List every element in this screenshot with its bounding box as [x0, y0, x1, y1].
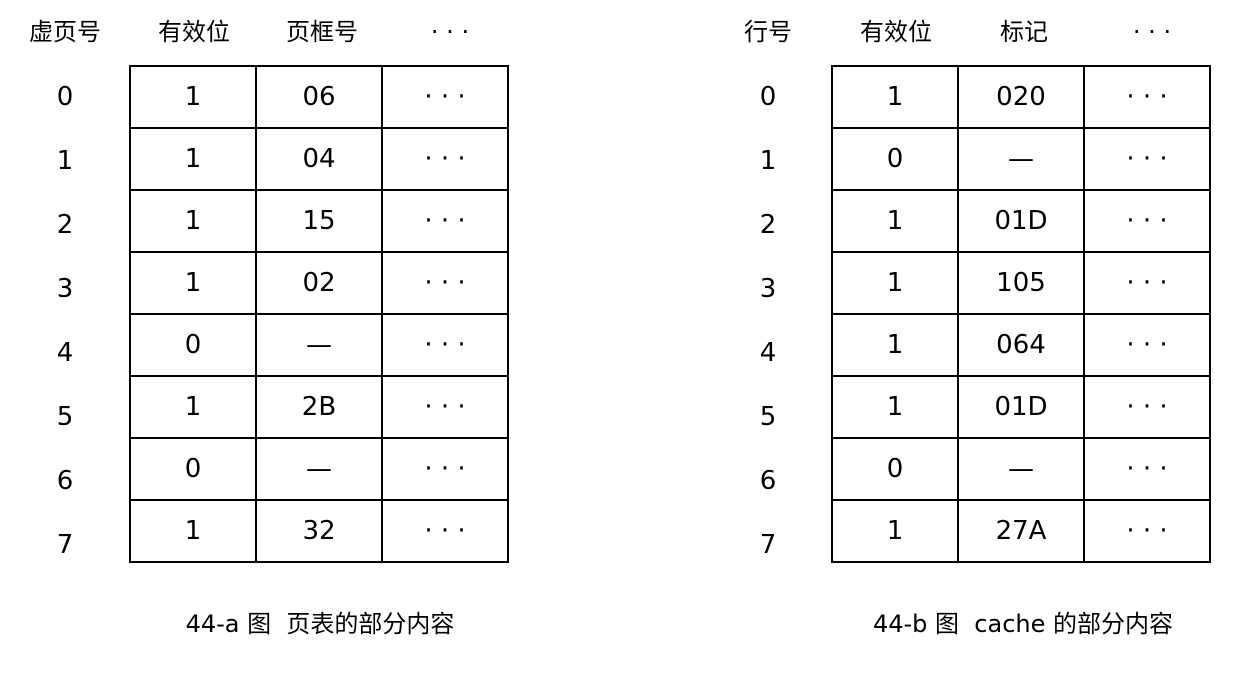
frame-cell: 04 — [255, 127, 383, 191]
header-line-number: 行号 — [744, 18, 792, 46]
valid-cell: 1 — [129, 65, 257, 129]
tag-cell: 064 — [957, 313, 1085, 377]
header-tag: 标记 — [1000, 18, 1048, 46]
valid-cell: 1 — [831, 499, 959, 563]
more-cell: · · · — [1083, 65, 1211, 129]
frame-cell: 06 — [255, 65, 383, 129]
table-row: 1 020 · · · — [831, 65, 1211, 129]
table-row: 1 32 · · · — [129, 499, 509, 563]
valid-cell: 1 — [831, 251, 959, 315]
more-cell: · · · — [381, 65, 509, 129]
table-row: 0 — · · · — [129, 437, 509, 501]
table-row: 1 04 · · · — [129, 127, 509, 191]
frame-cell: 02 — [255, 251, 383, 315]
header-page-frame-number: 页框号 — [286, 18, 358, 46]
header-more: · · · — [430, 18, 470, 46]
more-cell: · · · — [381, 375, 509, 439]
row-index: 4 — [759, 338, 777, 368]
more-cell: · · · — [381, 437, 509, 501]
more-cell: · · · — [1083, 375, 1211, 439]
more-cell: · · · — [381, 251, 509, 315]
more-cell: · · · — [1083, 437, 1211, 501]
valid-cell: 1 — [831, 375, 959, 439]
tag-cell: 105 — [957, 251, 1085, 315]
row-index: 3 — [56, 274, 74, 304]
row-index: 6 — [56, 466, 74, 496]
frame-cell: 15 — [255, 189, 383, 253]
table-row: 1 105 · · · — [831, 251, 1211, 315]
row-index: 7 — [56, 530, 74, 560]
more-cell: · · · — [1083, 313, 1211, 377]
row-index: 1 — [759, 146, 777, 176]
valid-cell: 0 — [129, 313, 257, 377]
row-index: 5 — [56, 402, 74, 432]
row-index: 4 — [56, 338, 74, 368]
header-more: · · · — [1132, 18, 1172, 46]
caption-page-table: 44-a 图 页表的部分内容 — [185, 610, 455, 638]
frame-cell: — — [255, 313, 383, 377]
more-cell: · · · — [381, 499, 509, 563]
frame-cell: 2B — [255, 375, 383, 439]
tag-cell: 020 — [957, 65, 1085, 129]
valid-cell: 1 — [129, 251, 257, 315]
valid-cell: 1 — [831, 313, 959, 377]
cache-table: 1 020 · · · 0 — · · · 1 01D · · · 1 105 … — [831, 65, 1211, 563]
valid-cell: 0 — [831, 127, 959, 191]
tag-cell: 01D — [957, 375, 1085, 439]
valid-cell: 1 — [831, 65, 959, 129]
row-index: 2 — [759, 210, 777, 240]
valid-cell: 1 — [129, 189, 257, 253]
table-row: 1 02 · · · — [129, 251, 509, 315]
table-row: 1 2B · · · — [129, 375, 509, 439]
row-index: 3 — [759, 274, 777, 304]
header-valid-bit: 有效位 — [860, 18, 932, 46]
row-index: 6 — [759, 466, 777, 496]
page-table: 1 06 · · · 1 04 · · · 1 15 · · · 1 02 · … — [129, 65, 509, 563]
cache-panel: 行号 有效位 标记 · · · 0 1 2 3 4 5 6 7 1 020 · … — [700, 0, 1246, 678]
table-row: 0 — · · · — [831, 127, 1211, 191]
valid-cell: 1 — [831, 189, 959, 253]
table-row: 1 01D · · · — [831, 189, 1211, 253]
table-row: 0 — · · · — [129, 313, 509, 377]
table-row: 1 06 · · · — [129, 65, 509, 129]
caption-cache: 44-b 图 cache 的部分内容 — [872, 610, 1174, 638]
more-cell: · · · — [381, 189, 509, 253]
row-index: 2 — [56, 210, 74, 240]
row-index: 7 — [759, 530, 777, 560]
valid-cell: 0 — [129, 437, 257, 501]
row-index: 5 — [759, 402, 777, 432]
page-table-panel: 虚页号 有效位 页框号 · · · 0 1 2 3 4 5 6 7 1 06 ·… — [0, 0, 560, 678]
table-row: 1 15 · · · — [129, 189, 509, 253]
more-cell: · · · — [1083, 499, 1211, 563]
more-cell: · · · — [381, 127, 509, 191]
header-valid-bit: 有效位 — [158, 18, 230, 46]
row-index: 0 — [56, 82, 74, 112]
frame-cell: 32 — [255, 499, 383, 563]
valid-cell: 1 — [129, 127, 257, 191]
header-virtual-page-number: 虚页号 — [29, 18, 101, 46]
table-row: 1 01D · · · — [831, 375, 1211, 439]
tag-cell: 01D — [957, 189, 1085, 253]
more-cell: · · · — [1083, 251, 1211, 315]
tag-cell: — — [957, 127, 1085, 191]
valid-cell: 0 — [831, 437, 959, 501]
more-cell: · · · — [381, 313, 509, 377]
more-cell: · · · — [1083, 189, 1211, 253]
tag-cell: 27A — [957, 499, 1085, 563]
more-cell: · · · — [1083, 127, 1211, 191]
row-index: 1 — [56, 146, 74, 176]
row-index: 0 — [759, 82, 777, 112]
table-row: 0 — · · · — [831, 437, 1211, 501]
table-row: 1 27A · · · — [831, 499, 1211, 563]
tag-cell: — — [957, 437, 1085, 501]
valid-cell: 1 — [129, 375, 257, 439]
frame-cell: — — [255, 437, 383, 501]
table-row: 1 064 · · · — [831, 313, 1211, 377]
valid-cell: 1 — [129, 499, 257, 563]
